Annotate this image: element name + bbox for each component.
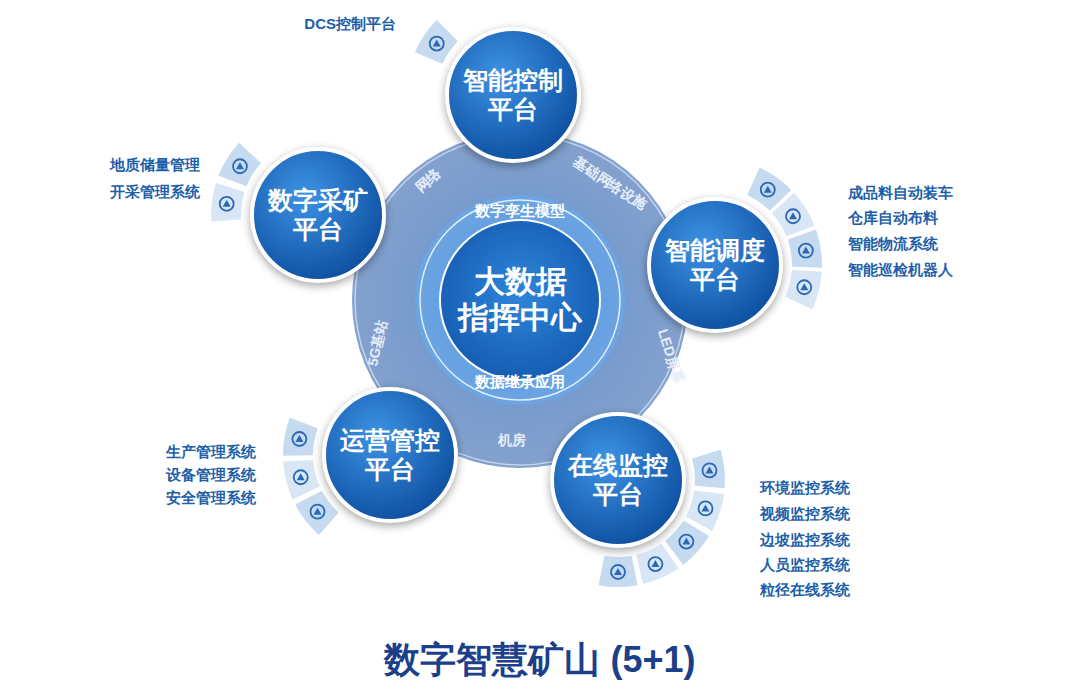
system-label: 视频监控系统 (760, 505, 850, 522)
platform-circle: 在线监控 平台 (550, 412, 686, 548)
platform-title: 在线监控 平台 (562, 451, 674, 509)
system-label: 环境监控系统 (760, 479, 850, 496)
system-label: 安全管理系统 (166, 489, 256, 506)
icon-glyph (799, 244, 813, 258)
system-label: 成品料自动装车 (848, 184, 953, 201)
icon-glyph (220, 197, 234, 211)
fan-sector (785, 269, 823, 310)
system-label: 地质储量管理 (110, 156, 200, 173)
platform-title: 智能调度 平台 (659, 236, 771, 294)
icon-glyph (648, 557, 662, 571)
icon-glyph (797, 280, 811, 294)
system-label: 粒径在线系统 (760, 581, 850, 598)
fan-sector (414, 19, 458, 64)
fan-sector (210, 182, 245, 222)
system-label: 智能物流系统 (848, 235, 938, 252)
fan-sector (787, 229, 823, 269)
platform-circle: 运营管控 平台 (322, 387, 458, 523)
command-hub: 数字孪生模型大数据 指挥中心数据继承应用 (415, 195, 625, 405)
icon-glyph (698, 501, 712, 515)
platform-circle: 智能控制 平台 (445, 27, 581, 163)
system-label: 边坡监控系统 (760, 531, 850, 548)
fan-sector (598, 555, 639, 588)
system-label: DCS控制平台 (304, 15, 396, 32)
fan-sector (691, 449, 726, 489)
icon-glyph (786, 209, 800, 223)
system-label: 生产管理系统 (166, 443, 256, 460)
ring-text: 大数据 指挥中心 (445, 264, 595, 335)
icon-glyph (702, 463, 716, 477)
platform-circle: 数字采矿 平台 (250, 147, 386, 283)
platform-title: 数字采矿 平台 (262, 186, 374, 244)
fan-sector (294, 490, 339, 535)
platform-title: 智能控制 平台 (457, 66, 569, 124)
ring-text: 数字孪生模型 (475, 202, 565, 219)
icon-glyph (292, 432, 306, 446)
system-label: 开采管理系统 (110, 183, 200, 200)
system-label: 智能巡检机器人 (848, 261, 953, 278)
icon-glyph (294, 470, 308, 484)
ring-text: 机房 (498, 432, 526, 448)
icon-glyph (611, 565, 625, 579)
icon-glyph (311, 505, 325, 519)
icon-glyph (679, 535, 693, 549)
platform-title: 运营管控 平台 (334, 426, 446, 484)
diagram-title: 数字智慧矿山 (5+1) (384, 639, 695, 680)
system-label: 仓库自动布料 (848, 209, 938, 226)
icon-fan (414, 19, 458, 64)
system-label: 设备管理系统 (166, 466, 256, 483)
icon-glyph (430, 37, 444, 51)
icon-glyph (233, 159, 247, 173)
system-label: 人员监控系统 (760, 556, 850, 573)
fan-sector (218, 142, 262, 187)
fan-sector (282, 417, 318, 457)
fan-sector (635, 543, 679, 585)
platform-circle: 智能调度 平台 (647, 197, 783, 333)
ring-text: 数据继承应用 (475, 373, 565, 390)
icon-glyph (761, 183, 775, 197)
